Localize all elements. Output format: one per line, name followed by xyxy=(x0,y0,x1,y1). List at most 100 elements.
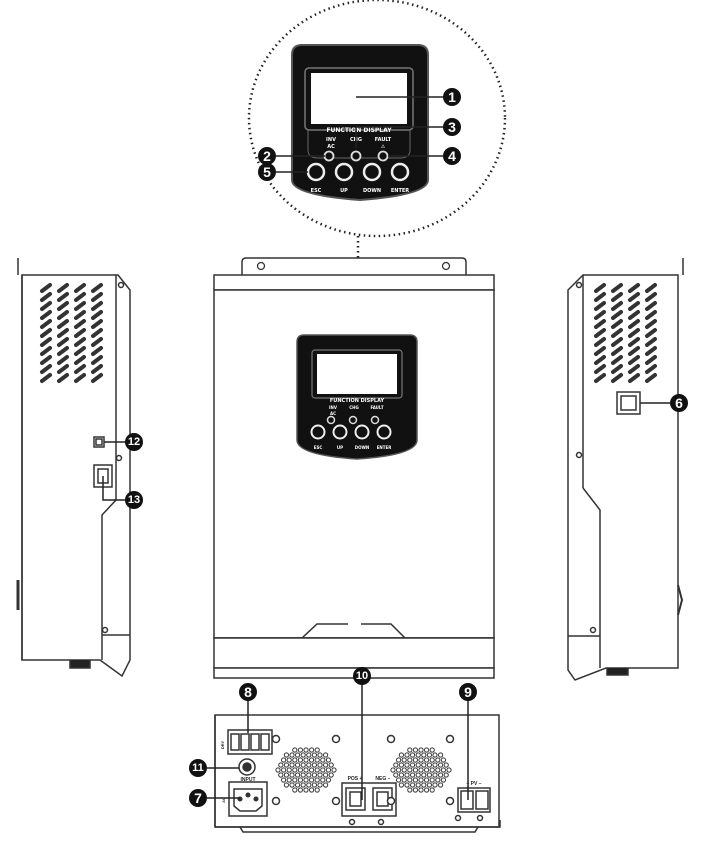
fan-hole xyxy=(328,762,334,768)
callout-number: 10 xyxy=(356,670,368,682)
vent-slot xyxy=(611,328,623,338)
callout-number: 5 xyxy=(263,164,271,180)
vent-slot xyxy=(91,337,103,347)
fan-hole xyxy=(297,777,303,783)
panel-heading: FUNCTION DISPLAY xyxy=(326,127,392,134)
vent-slot xyxy=(74,310,86,320)
fan-hole xyxy=(320,777,326,783)
fan-hole xyxy=(306,772,312,778)
callout-11: 11 xyxy=(189,759,207,777)
fan-hole xyxy=(401,767,407,773)
callout-7: 7 xyxy=(189,789,207,807)
vent-slot xyxy=(74,283,86,293)
vent-slot xyxy=(91,373,103,383)
vent-slot xyxy=(645,346,657,356)
vent-slot xyxy=(40,292,52,302)
vent-slot xyxy=(645,373,657,383)
fan-hole xyxy=(424,747,430,753)
fan-hole xyxy=(412,767,418,773)
fan-hole xyxy=(325,777,331,783)
fan-hole xyxy=(410,762,416,768)
fan-hole xyxy=(311,782,317,788)
front-button-label: ENTER xyxy=(377,445,392,450)
fan-hole xyxy=(297,767,303,773)
callout-badge xyxy=(443,147,461,165)
vent-slot xyxy=(57,337,69,347)
fan-hole xyxy=(297,747,303,753)
vent-slot xyxy=(91,355,103,365)
callout-badge xyxy=(239,683,257,701)
callout-number: 6 xyxy=(675,395,683,411)
fan-hole xyxy=(410,782,416,788)
vent-slot xyxy=(628,310,640,320)
fan-hole xyxy=(323,762,329,768)
vent-slot xyxy=(40,283,52,293)
fan-hole xyxy=(398,782,404,788)
vent-slot xyxy=(57,346,69,356)
fan-hole xyxy=(438,752,444,758)
callout-8: 8 xyxy=(239,683,257,701)
fan-hole xyxy=(440,777,446,783)
fan-hole xyxy=(314,757,320,763)
vent-slot xyxy=(594,283,606,293)
fan-hole xyxy=(412,777,418,783)
vent-slot xyxy=(611,337,623,347)
fan-hole xyxy=(289,782,295,788)
fan-hole xyxy=(407,777,413,783)
front-button-enter[interactable] xyxy=(376,424,392,440)
vent-slot xyxy=(645,319,657,329)
fan-hole xyxy=(429,777,435,783)
fan-hole xyxy=(300,772,306,778)
fan-hole xyxy=(314,787,320,793)
fan-hole xyxy=(328,772,334,778)
callout-badge xyxy=(189,759,207,777)
lcd-screen xyxy=(311,73,407,124)
left-side-view xyxy=(16,258,131,678)
button-up[interactable] xyxy=(334,162,354,182)
fan-hole xyxy=(323,752,329,758)
button-esc[interactable] xyxy=(306,162,326,182)
fan-hole xyxy=(426,782,432,788)
callout-badge xyxy=(459,683,477,701)
front-button-down[interactable] xyxy=(354,424,370,440)
callout-1: 1 xyxy=(443,88,461,106)
vent-slot xyxy=(645,364,657,374)
fan-hole xyxy=(311,752,317,758)
button-down[interactable] xyxy=(362,162,382,182)
button-enter[interactable] xyxy=(390,162,410,182)
vent-slot xyxy=(40,310,52,320)
fan-hole xyxy=(281,757,287,763)
vent-slot xyxy=(594,319,606,329)
ac-input-label: INPUT xyxy=(241,777,256,783)
fan-hole xyxy=(421,752,427,758)
fan-hole xyxy=(396,767,402,773)
fan-hole xyxy=(281,767,287,773)
fan-hole xyxy=(429,757,435,763)
fan-hole xyxy=(429,787,435,793)
fan-hole xyxy=(429,747,435,753)
fan-hole xyxy=(292,787,298,793)
zoom-detail-circle xyxy=(247,0,507,335)
fan-hole xyxy=(440,757,446,763)
fan-hole xyxy=(325,757,331,763)
fan-hole xyxy=(320,757,326,763)
fan-hole xyxy=(303,767,309,773)
front-button-up[interactable] xyxy=(332,424,348,440)
vent-slot xyxy=(611,310,623,320)
front-led-fault xyxy=(370,415,380,425)
vent-slot xyxy=(611,283,623,293)
vent-slot xyxy=(645,301,657,311)
callout-number: 2 xyxy=(263,148,271,164)
fan-hole xyxy=(426,762,432,768)
vent-slot xyxy=(628,283,640,293)
callout-badge xyxy=(670,394,688,412)
fan-hole xyxy=(286,777,292,783)
fan-hole xyxy=(426,772,432,778)
front-button-esc[interactable] xyxy=(310,424,326,440)
vent-slot xyxy=(628,301,640,311)
fan-hole xyxy=(443,772,449,778)
callout-13: 13 xyxy=(125,491,143,509)
fan-hole xyxy=(323,782,329,788)
vent-slot xyxy=(74,292,86,302)
